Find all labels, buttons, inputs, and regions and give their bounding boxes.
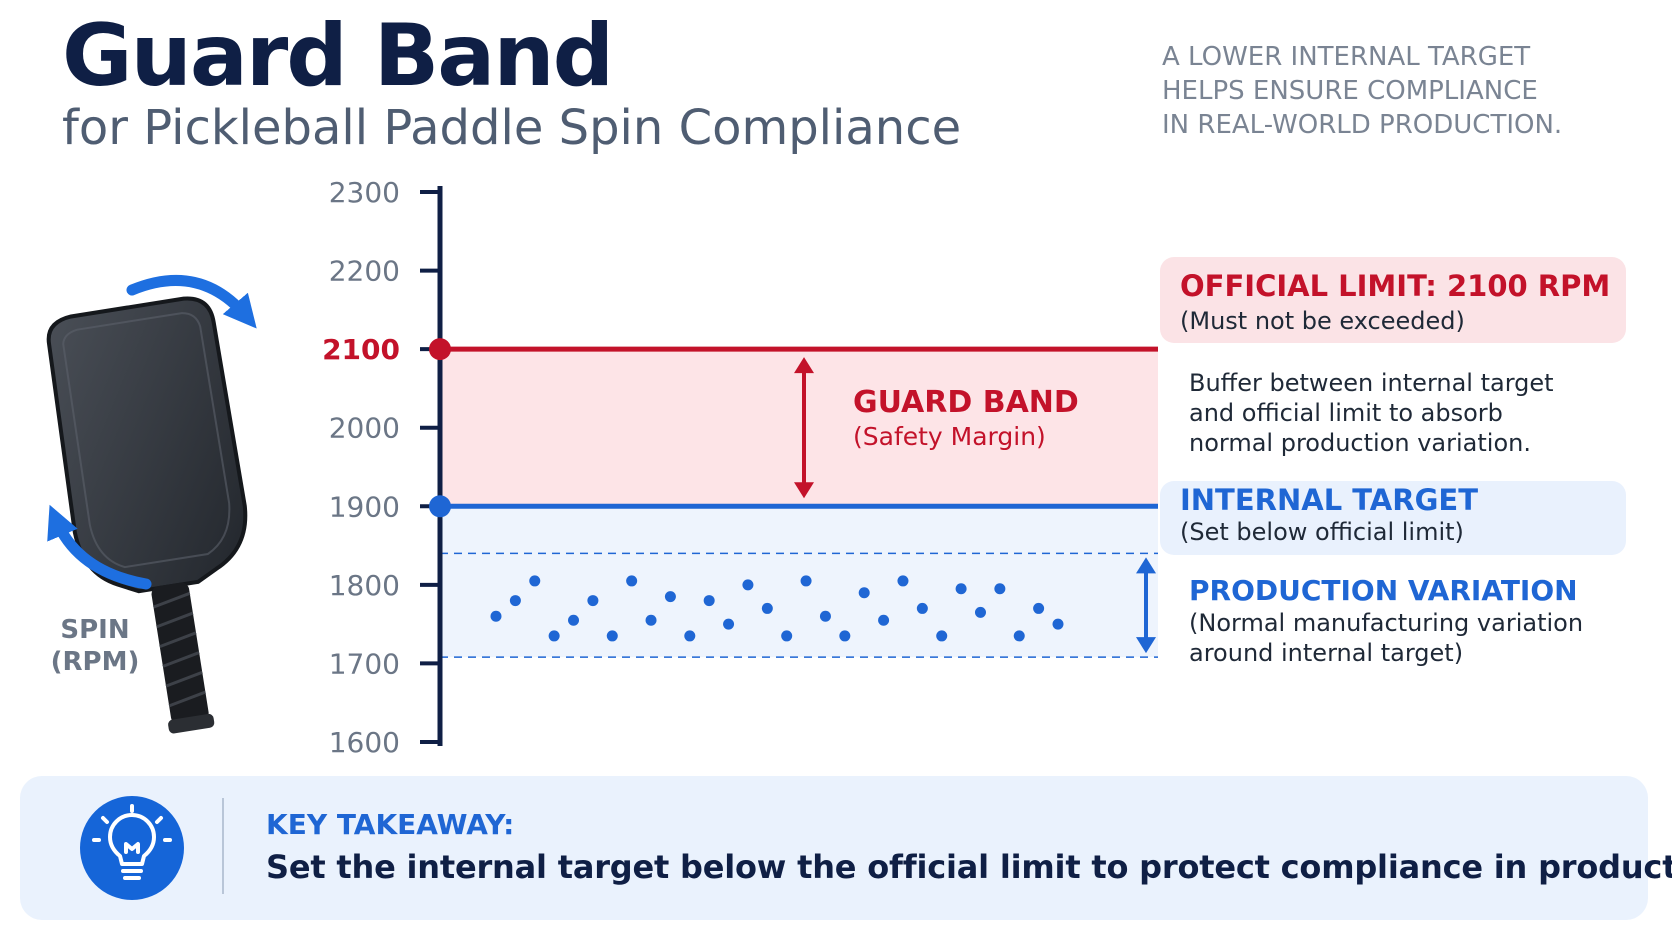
data-point: [819, 610, 831, 622]
divider: [222, 798, 224, 894]
tagline-line: HELPS ENSURE COMPLIANCE: [1162, 76, 1538, 106]
data-point: [800, 575, 812, 587]
y-tick-label: 2000: [329, 412, 400, 445]
y-tick-label: 2100: [322, 333, 400, 366]
data-point: [645, 614, 657, 626]
data-point: [897, 575, 909, 587]
y-tick-label: 1600: [329, 726, 400, 759]
data-point: [1033, 602, 1045, 614]
internal-target-subtitle: (Set below official limit): [1180, 518, 1464, 546]
data-point: [703, 595, 715, 607]
arrow-head: [794, 357, 814, 374]
y-tick-label: 2300: [329, 176, 400, 209]
arrow-head: [1136, 637, 1156, 654]
internal-target-card: INTERNAL TARGET (Set below official limi…: [1160, 481, 1626, 555]
tagline-line: IN REAL-WORLD PRODUCTION.: [1162, 110, 1563, 140]
pickleball-paddle-icon: [46, 296, 248, 734]
data-point: [936, 630, 948, 642]
production-variation-label: PRODUCTION VARIATION (Normal manufacturi…: [1189, 574, 1649, 668]
data-point: [781, 630, 793, 642]
data-point: [723, 618, 735, 630]
data-point: [568, 614, 580, 626]
lightbulb-icon: [80, 796, 184, 900]
data-point: [994, 583, 1006, 595]
guard-band-area: [440, 349, 1158, 507]
y-tick-label: 1800: [329, 569, 400, 602]
data-point: [490, 610, 502, 622]
data-point: [1052, 618, 1064, 630]
takeaway-text: Set the internal target below the offici…: [266, 848, 1672, 886]
data-point: [587, 595, 599, 607]
data-point: [626, 575, 638, 587]
data-point: [761, 602, 773, 614]
axis-label-line: (RPM): [50, 647, 140, 677]
note-line: and official limit to absorb: [1189, 399, 1503, 427]
official-limit-card: OFFICIAL LIMIT: 2100 RPM (Must not be ex…: [1160, 257, 1626, 343]
data-point: [606, 630, 618, 642]
internal-target-title: INTERNAL TARGET: [1180, 483, 1478, 517]
data-point: [955, 583, 967, 595]
key-takeaway-box: KEY TAKEAWAY: Set the internal target be…: [20, 776, 1672, 920]
y-tick-label: 1900: [329, 490, 400, 523]
guard-band-label: GUARD BAND (Safety Margin): [853, 385, 1079, 451]
guard-band-title: GUARD BAND: [853, 385, 1079, 420]
data-point: [664, 591, 676, 603]
takeaway-heading: KEY TAKEAWAY:: [266, 808, 515, 841]
curved-arrow-icon: [47, 504, 152, 590]
production-variation-subtitle-line: around internal target): [1189, 639, 1464, 667]
note-line: normal production variation.: [1189, 429, 1531, 457]
curved-arrow-icon: [126, 274, 257, 329]
note-line: Buffer between internal target: [1189, 369, 1554, 397]
tagline-line: A LOWER INTERNAL TARGET: [1162, 42, 1531, 72]
arrow-head: [794, 482, 814, 499]
data-point: [548, 630, 560, 642]
axis-label: SPIN (RPM): [40, 614, 150, 678]
axis-label-line: SPIN: [60, 615, 130, 645]
guard-band-note: Buffer between internal target and offic…: [1189, 368, 1649, 458]
y-tick-label: 2200: [329, 255, 400, 288]
data-point: [529, 575, 541, 587]
guard-band-subtitle: (Safety Margin): [853, 422, 1046, 451]
page-subtitle: for Pickleball Paddle Spin Compliance: [62, 100, 962, 156]
production-variation-subtitle-line: (Normal manufacturing variation: [1189, 609, 1584, 637]
internal-target-marker: [429, 495, 451, 518]
arrow-head: [1136, 557, 1156, 574]
data-point: [839, 630, 851, 642]
y-tick-label: 1700: [329, 647, 400, 680]
data-point: [974, 606, 986, 618]
production-variation-area: [440, 506, 1158, 658]
tagline: A LOWER INTERNAL TARGET HELPS ENSURE COM…: [1162, 40, 1642, 142]
data-point: [742, 579, 754, 591]
data-point: [684, 630, 696, 642]
official-limit-subtitle: (Must not be exceeded): [1180, 307, 1465, 335]
page-title: Guard Band: [62, 6, 614, 106]
official-limit-marker: [429, 338, 451, 361]
production-variation-title: PRODUCTION VARIATION: [1189, 574, 1578, 607]
data-point: [916, 602, 928, 614]
data-point: [509, 595, 521, 607]
data-point: [858, 587, 870, 599]
official-limit-title: OFFICIAL LIMIT: 2100 RPM: [1180, 269, 1611, 303]
data-point: [878, 614, 890, 626]
data-point: [1013, 630, 1025, 642]
